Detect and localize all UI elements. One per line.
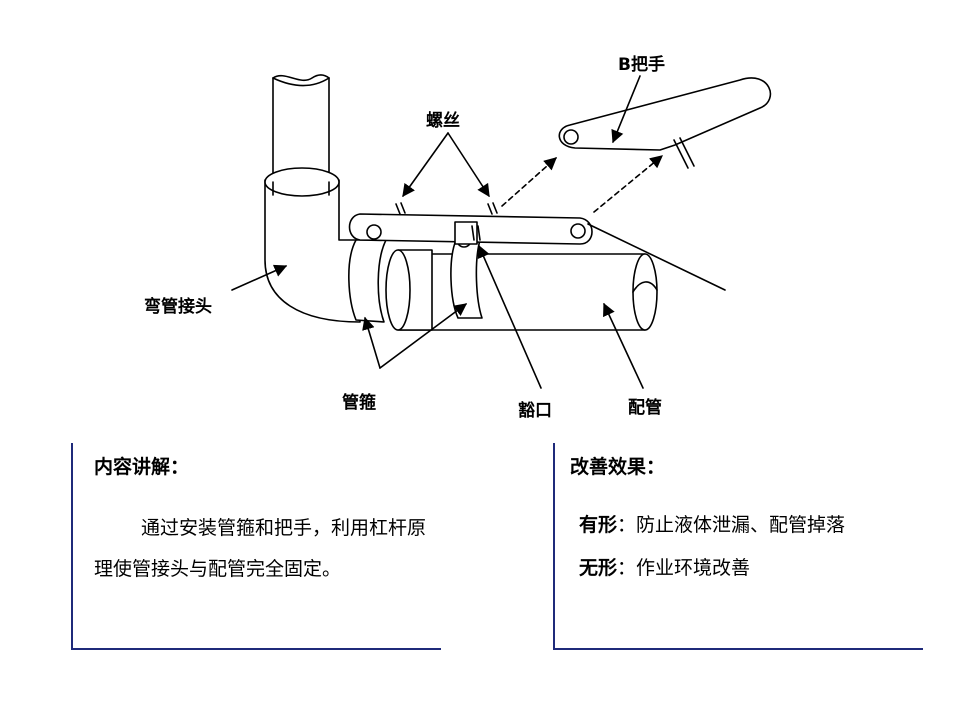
label-elbow: 弯管接头 <box>144 297 212 317</box>
tangible-effect: 有形：防止液体泄漏、配管掉落 <box>579 510 845 537</box>
pipe-clamp-diagram <box>231 74 772 389</box>
collar <box>385 249 433 331</box>
left-panel-border-bottom <box>71 648 441 650</box>
label-screw: 螺丝 <box>426 111 460 131</box>
upper-pipe <box>272 74 330 176</box>
clamp-bands <box>348 239 483 323</box>
explanation-heading: 内容讲解： <box>94 456 190 478</box>
lever-bar <box>348 213 593 248</box>
screws <box>395 202 498 241</box>
leader-lines <box>231 75 726 389</box>
intangible-effect: 无形：作业环境改善 <box>579 553 750 580</box>
assembly-lines <box>501 155 663 213</box>
tangible-label: 有形 <box>579 514 618 536</box>
left-panel-border-left <box>71 443 73 650</box>
label-notch: 豁口 <box>518 401 552 421</box>
explanation-body: 通过安装管箍和把手，利用杠杆原理使管接头与配管完全固定。 <box>94 517 427 580</box>
tangible-value: ：防止液体泄漏、配管掉落 <box>617 514 846 536</box>
label-b-handle: B把手 <box>618 55 665 75</box>
label-pipe: 配管 <box>628 398 662 418</box>
label-clamp: 管箍 <box>342 393 376 413</box>
horizontal-pipe <box>399 253 658 331</box>
elbow-joint <box>264 167 361 323</box>
improvement-heading: 改善效果： <box>570 456 666 478</box>
right-panel-border-bottom <box>553 648 923 650</box>
right-panel-border-left <box>553 443 555 650</box>
intangible-label: 无形 <box>579 557 618 579</box>
intangible-value: ：作业环境改善 <box>617 557 751 579</box>
b-handle <box>558 77 772 169</box>
